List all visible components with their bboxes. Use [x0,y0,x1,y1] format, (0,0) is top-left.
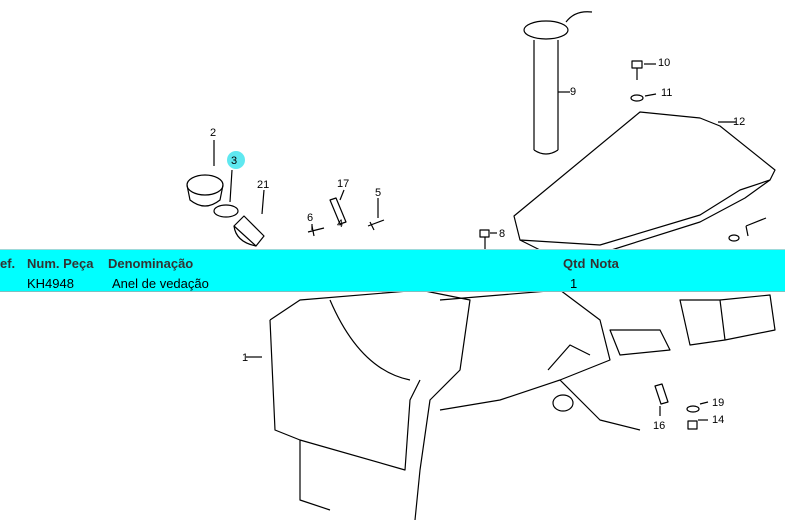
header-qty: Qtd [563,256,586,271]
part-5-bolt [367,198,385,231]
callout-14[interactable]: 14 [712,414,724,426]
part-14-plug [687,419,708,430]
cell-qty: 1 [570,276,578,291]
callout-2[interactable]: 2 [210,127,216,139]
callout-17[interactable]: 17 [337,178,349,190]
callout-10[interactable]: 10 [658,57,670,69]
callout-6[interactable]: 6 [307,212,313,224]
callout-4[interactable]: 4 [337,218,343,230]
cell-description: Anel de vedação [112,276,209,291]
header-description: Denominação [108,256,194,271]
part-10-bolt [631,60,656,80]
callout-8[interactable]: 8 [499,228,505,240]
parts-tooltip: ef. Num. Peça Denominação Qtd Nota KH494… [0,249,785,292]
header-part-number: Num. Peça [27,256,94,271]
selected-callout-highlight [227,151,245,169]
part-6-bolt [307,224,325,237]
callout-12[interactable]: 12 [733,116,745,128]
part-2-cap [186,140,224,207]
part-12-plate [513,111,776,253]
header-note: Nota [590,256,619,271]
part-19-washer [686,401,709,413]
part-1-housing [269,289,776,521]
part-17-pin [329,189,347,225]
part-8-bolt [479,229,497,249]
callout-19[interactable]: 19 [712,397,724,409]
callout-21[interactable]: 21 [257,179,269,191]
callout-16[interactable]: 16 [653,420,665,432]
callout-9[interactable]: 9 [570,86,576,98]
callout-11[interactable]: 11 [661,87,672,99]
callout-3[interactable]: 3 [231,155,237,167]
part-right-bolt [728,217,767,242]
callout-5[interactable]: 5 [375,187,381,199]
part-3-o-ring [213,169,239,218]
part-11-washer [630,93,657,102]
part-16-pin [654,383,669,416]
cell-part-number: KH4948 [27,276,74,291]
header-ref: ef. [0,256,16,271]
part-9-tube [523,11,593,155]
part-21-sleeve [233,189,265,247]
callout-1[interactable]: 1 [242,352,248,364]
